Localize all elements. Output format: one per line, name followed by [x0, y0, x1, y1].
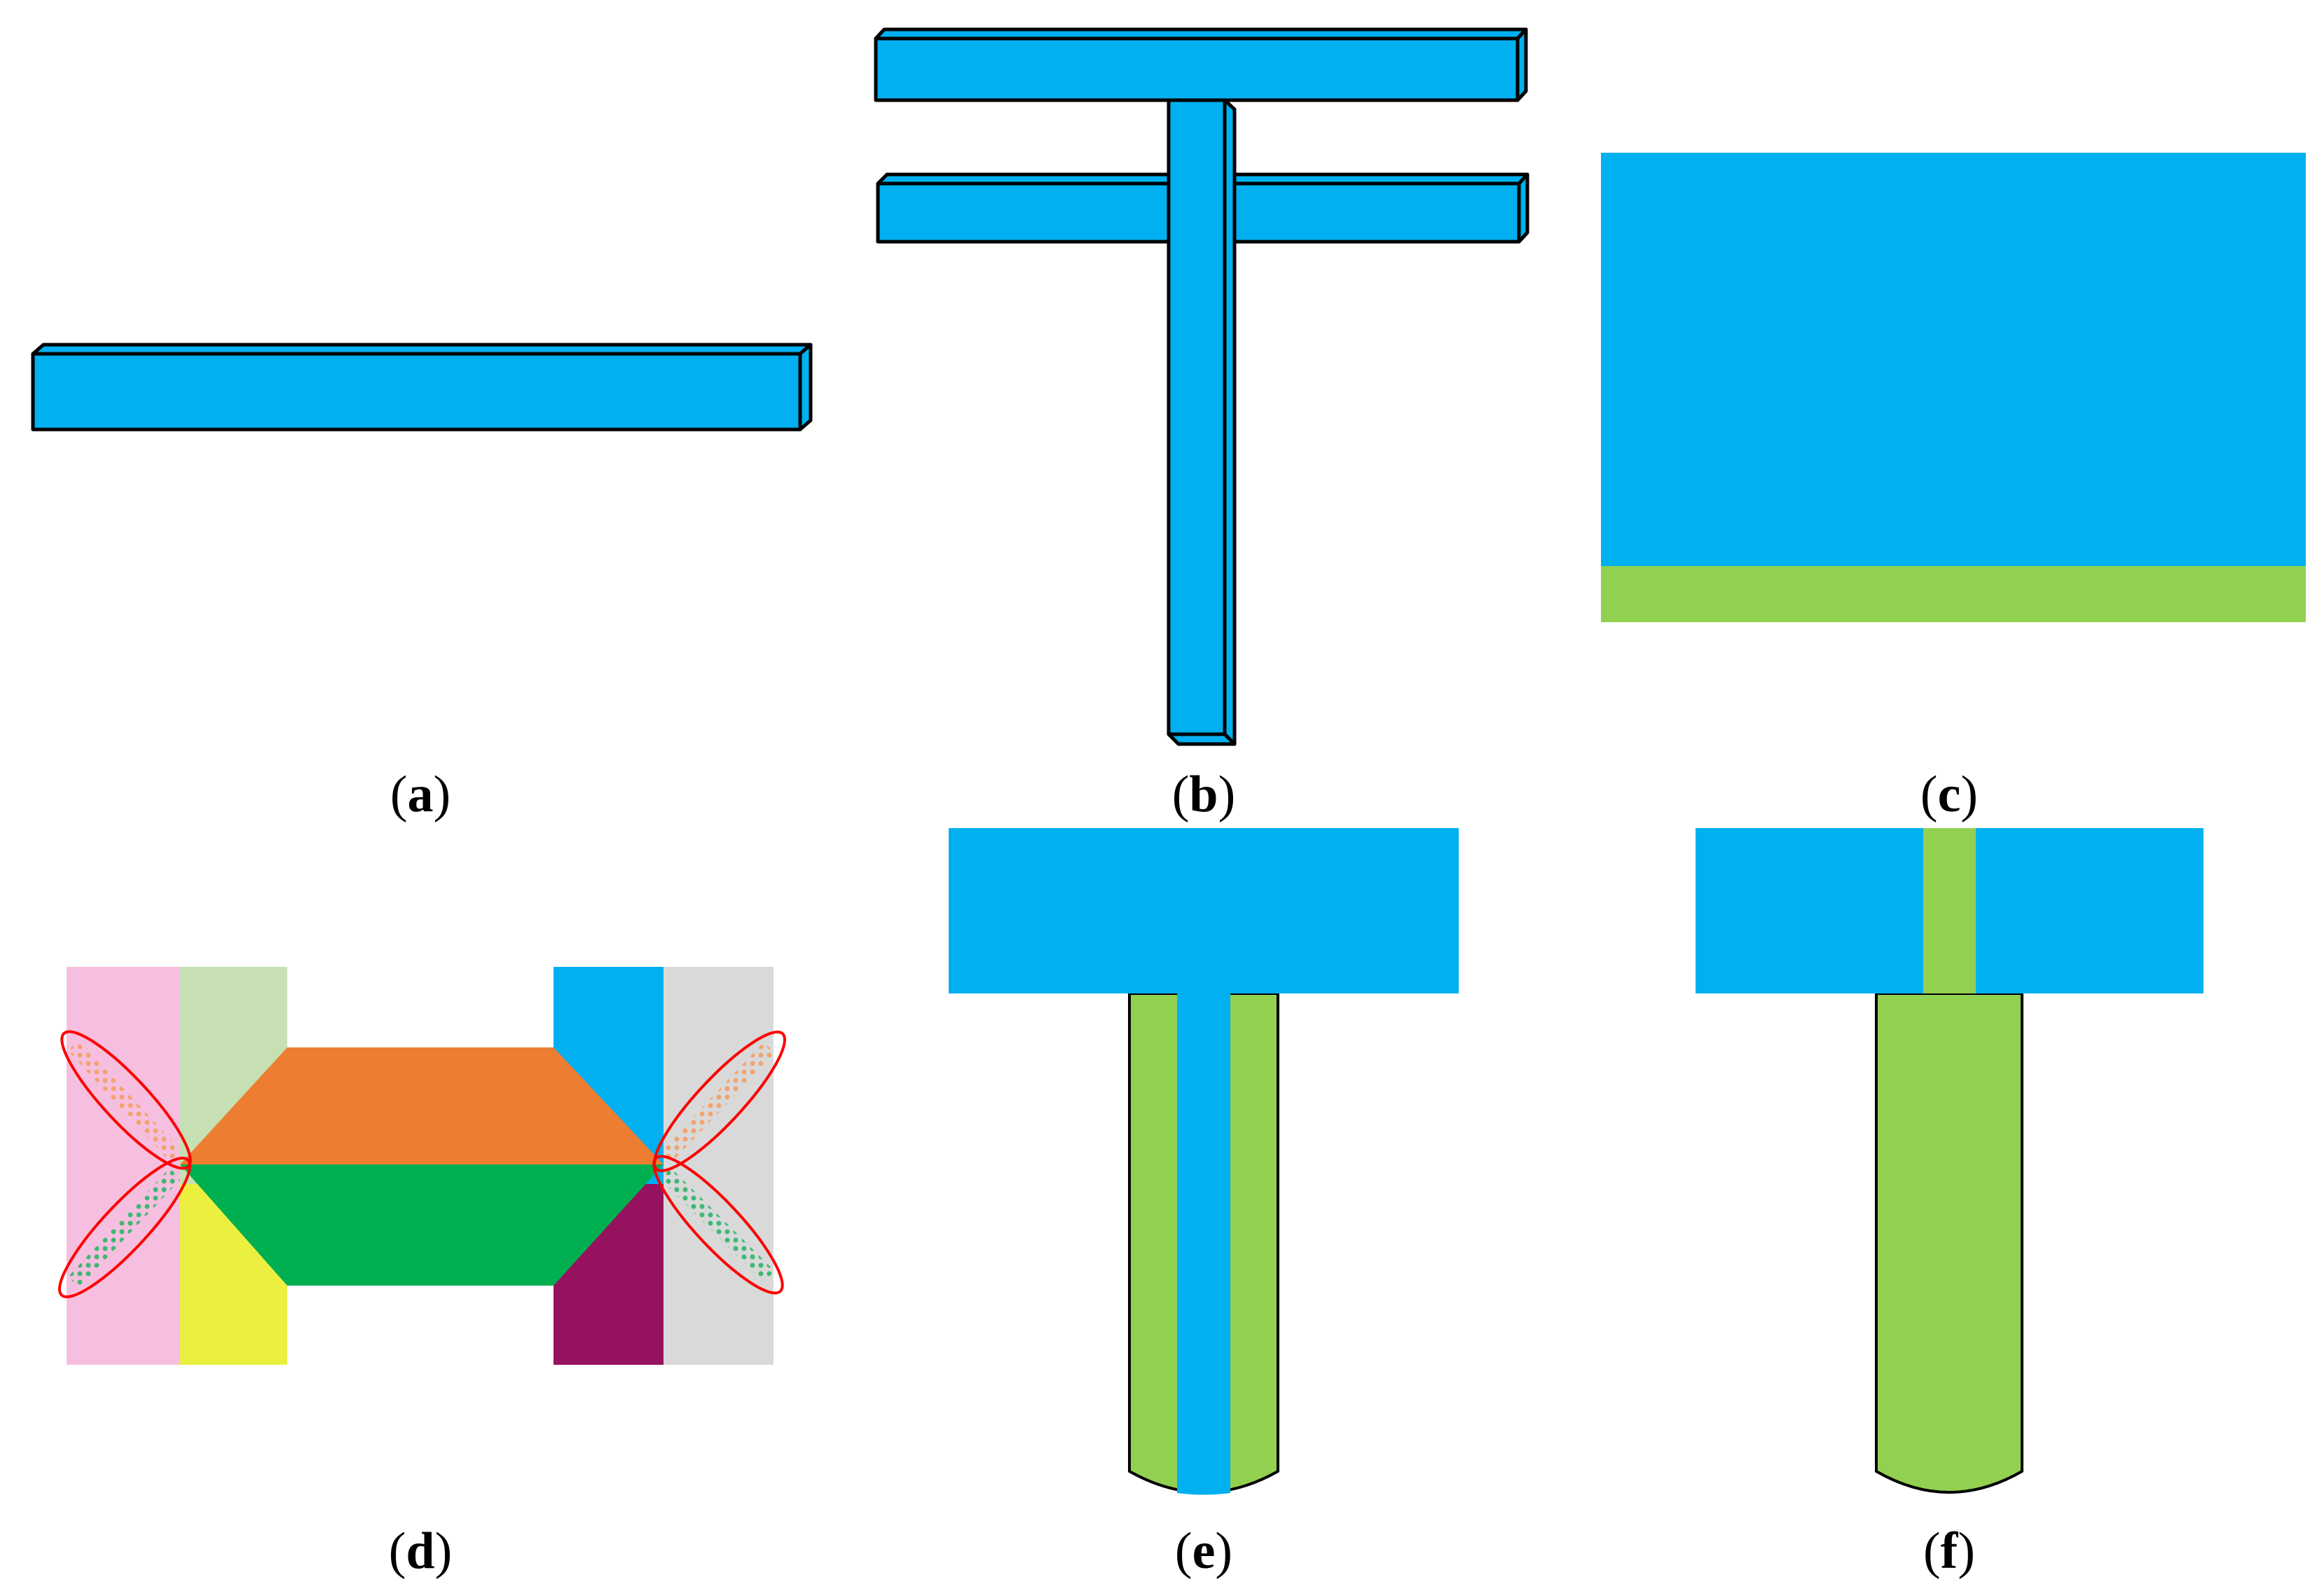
region-gray — [663, 967, 773, 1365]
region-orange — [180, 1047, 663, 1164]
region-dark-green — [180, 1164, 663, 1286]
red-ellipse-right-lower — [652, 1155, 784, 1295]
dotted-strip-right-upper — [659, 1042, 776, 1163]
red-ellipse-left-upper — [60, 1030, 192, 1170]
panel-label-a: (a) — [390, 766, 451, 823]
panel-c-section — [1601, 153, 2306, 622]
red-ellipse-left-lower — [57, 1157, 192, 1298]
panel-label-d: (d) — [389, 1522, 452, 1580]
panel-d-diagram — [57, 967, 787, 1365]
red-ellipse-right-upper — [652, 1031, 787, 1172]
web-green — [1875, 992, 2023, 1494]
top-bar-front-face — [874, 36, 1520, 102]
dotted-strip-right-lower — [660, 1168, 775, 1282]
panel-a-beam — [31, 343, 813, 432]
panel-label-f: (f) — [1923, 1522, 1975, 1580]
panel-b-frame — [874, 27, 1529, 746]
panel-label-b: (b) — [1172, 766, 1235, 823]
slab-green-band — [1601, 566, 2306, 622]
flange-blue — [949, 828, 1459, 993]
panel-f-tsection — [1696, 828, 2203, 1494]
dotted-strip-left-lower — [67, 1168, 181, 1288]
flange-blue-right — [1976, 828, 2203, 993]
column-bottom-face — [1167, 732, 1237, 746]
column-front-face — [1167, 98, 1227, 736]
beam-front-face — [31, 352, 802, 432]
flange-blue-left — [1696, 828, 1923, 993]
flange-green-core — [1923, 828, 1976, 993]
slab-blue — [1601, 153, 2306, 566]
panel-label-c: (c) — [1920, 766, 1978, 823]
panel-label-e: (e) — [1175, 1522, 1232, 1580]
panel-e-tsection — [949, 828, 1459, 1495]
dotted-strip-left-upper — [67, 1040, 181, 1162]
web-blue-core — [1177, 993, 1230, 1495]
